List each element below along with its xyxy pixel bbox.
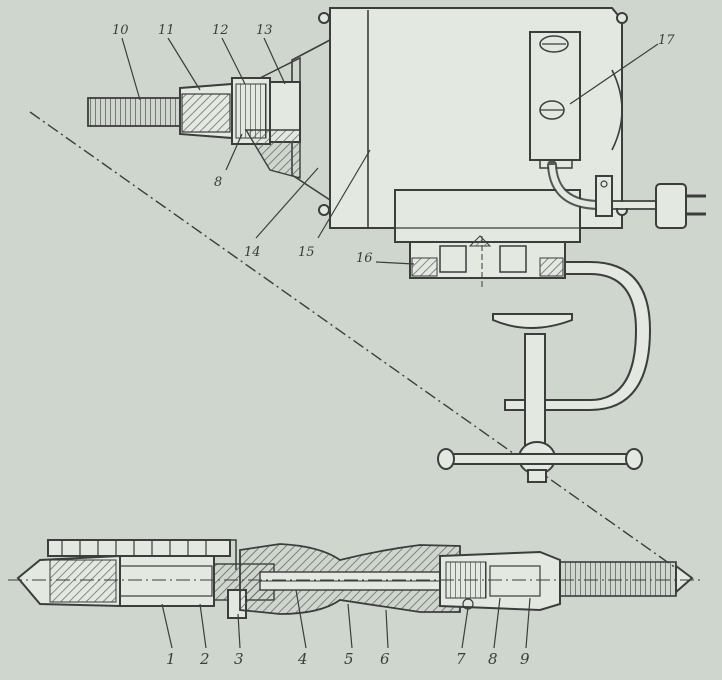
switch-bracket [529, 31, 581, 169]
handpiece-assembly [8, 539, 700, 619]
callout-4: 4 [297, 650, 308, 668]
spindle-assembly [87, 56, 301, 179]
c-clamp [437, 261, 652, 483]
callout-9: 9 [520, 650, 530, 668]
leader-lines [121, 37, 659, 649]
callout-12: 12 [212, 23, 229, 38]
callout-5: 5 [344, 650, 354, 668]
callout-14: 14 [244, 245, 261, 260]
callout-8: 8 [488, 650, 498, 668]
callout-6: 6 [380, 650, 390, 668]
callout-15: 15 [298, 245, 315, 260]
callout-16: 16 [356, 251, 373, 266]
diagonal-axis-line [29, 111, 691, 579]
callout-labels-bottom: 1 2 3 4 5 6 7 8 9 [166, 650, 530, 668]
callout-3: 3 [234, 650, 244, 668]
cooling-fins [47, 539, 237, 570]
callout-17: 17 [658, 33, 675, 48]
callout-8-top: 8 [214, 175, 222, 190]
callout-10: 10 [112, 23, 129, 38]
callout-labels-top: 10 11 12 13 8 14 15 16 17 [112, 23, 675, 266]
callout-13: 13 [256, 23, 273, 38]
callout-1: 1 [166, 650, 176, 668]
callout-7: 7 [456, 650, 466, 668]
callout-2: 2 [199, 650, 210, 668]
bearing-block [409, 235, 566, 290]
plug-icon [655, 183, 706, 229]
power-cable [547, 160, 706, 229]
callout-11: 11 [158, 23, 175, 38]
